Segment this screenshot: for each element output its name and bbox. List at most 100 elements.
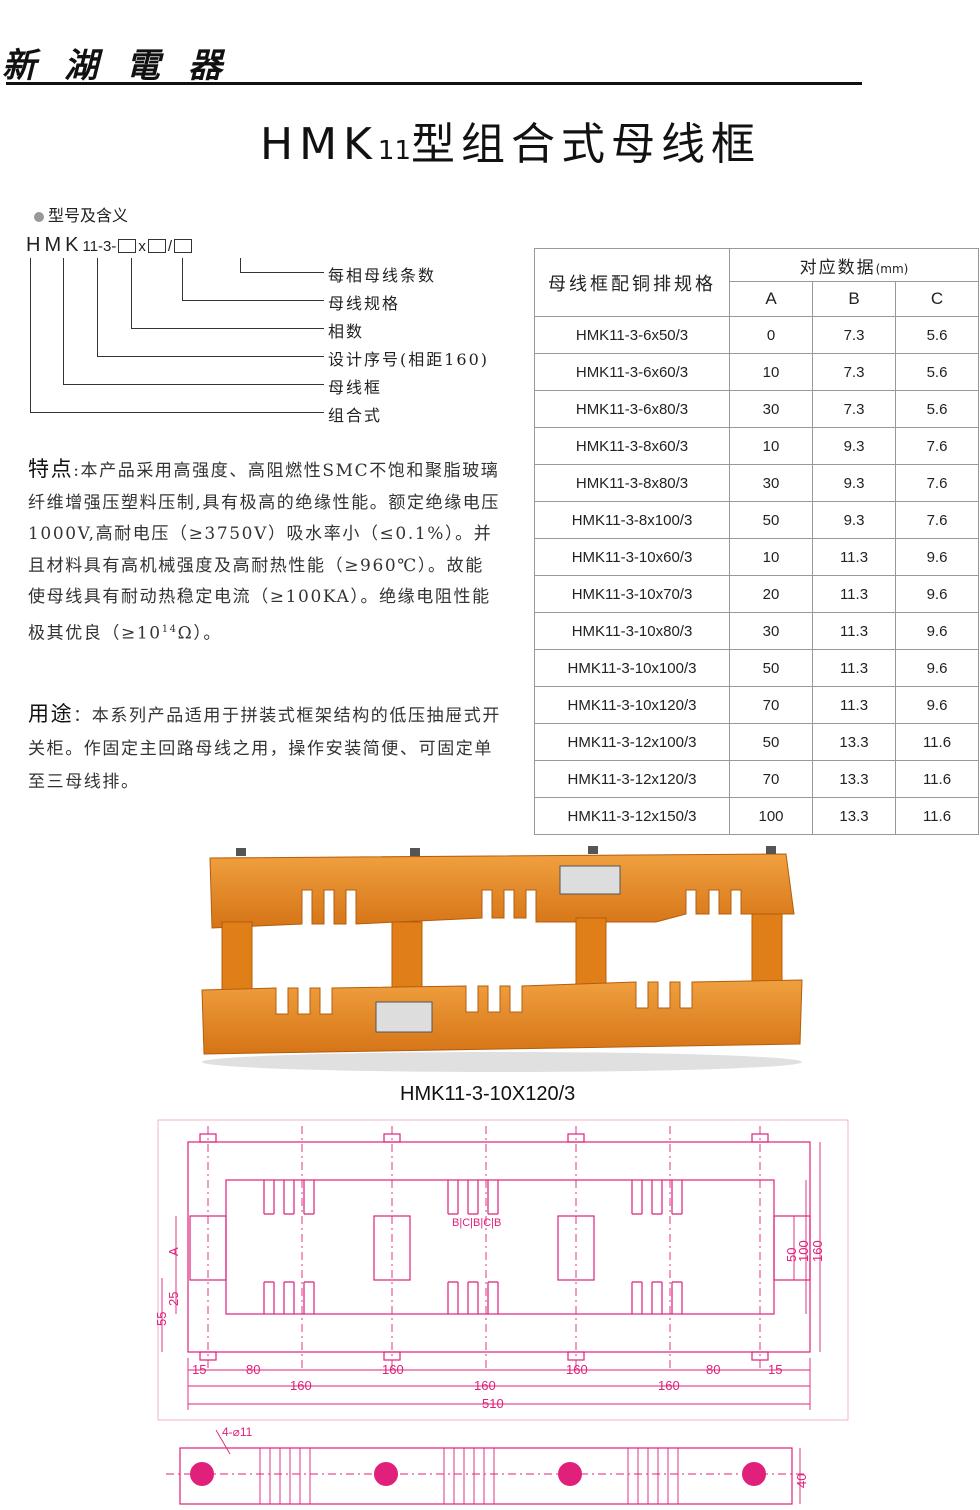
model-label-strips: 每相母线条数 xyxy=(328,266,437,285)
model-label-combined: 组合式 xyxy=(328,406,383,425)
mount-hole-3 xyxy=(558,1462,582,1486)
photo-bolt-1 xyxy=(236,848,246,856)
features-text: :本产品采用高强度、高阻燃性SMC不饱和聚脂玻璃纤维增强压塑料压制,具有极高的绝… xyxy=(28,461,501,644)
table-cell-value: 10 xyxy=(729,427,813,465)
table-cell-value: 11.3 xyxy=(812,686,896,724)
page-title: HMK11型组合式母线框 xyxy=(260,108,761,172)
code-slash: / xyxy=(167,238,173,255)
model-code: HMK11-3-x/ xyxy=(26,234,194,257)
table-cell-value: 5.6 xyxy=(895,353,979,391)
table-cell-spec: HMK11-3-10x100/3 xyxy=(534,649,730,687)
table-cell-spec: HMK11-3-6x60/3 xyxy=(534,353,730,391)
model-meaning-heading: 型号及含义 xyxy=(34,202,128,226)
dim-bottom-8: 160 xyxy=(474,1378,496,1393)
table-cell-spec: HMK11-3-6x50/3 xyxy=(534,316,730,354)
dim-left-a: A xyxy=(166,1247,181,1256)
table-cell-value: 30 xyxy=(729,464,813,502)
dim-bottom-total: 510 xyxy=(482,1396,504,1411)
title-sub: 11 xyxy=(377,136,411,166)
model-label-frame: 母线框 xyxy=(328,378,383,397)
table-col-a: A xyxy=(729,281,813,317)
product-photo xyxy=(201,846,803,1072)
dim-bottom-6: 15 xyxy=(768,1362,782,1377)
table-cell-value: 11.6 xyxy=(895,723,979,761)
mount-hole-1 xyxy=(190,1462,214,1486)
photo-bolt-4 xyxy=(766,846,776,854)
table-cell-value: 70 xyxy=(729,686,813,724)
usage-head: 用途 xyxy=(28,702,74,726)
photo-bolt-2 xyxy=(410,848,420,856)
photo-pillar-3 xyxy=(575,917,607,989)
table-cell-value: 70 xyxy=(729,760,813,798)
drawing-frame xyxy=(187,1141,811,1353)
table-cell-value: 11.6 xyxy=(895,760,979,798)
table-cell-spec: HMK11-3-8x80/3 xyxy=(534,464,730,502)
photo-shadow xyxy=(202,1052,802,1072)
code-11: 11 xyxy=(82,238,99,255)
bullet-icon xyxy=(34,211,44,222)
table-cell-value: 9.3 xyxy=(812,427,896,465)
table-cell-spec: HMK11-3-10x70/3 xyxy=(534,575,730,613)
mount-hole-4 xyxy=(742,1462,766,1486)
table-cell-value: 50 xyxy=(729,723,813,761)
drawing-slots-2 xyxy=(447,1180,499,1314)
table-cell-value: 11.3 xyxy=(812,538,896,576)
dim-bottom-4: 160 xyxy=(566,1362,588,1377)
table-cell-spec: HMK11-3-10x60/3 xyxy=(534,538,730,576)
features-head: 特点 xyxy=(28,457,74,481)
photo-pillar-2 xyxy=(391,921,423,993)
table-cell-value: 50 xyxy=(729,501,813,539)
photo-caption: HMK11-3-10X120/3 xyxy=(400,1083,576,1105)
table-cell-value: 5.6 xyxy=(895,316,979,354)
table-cell-spec: HMK11-3-10x120/3 xyxy=(534,686,730,724)
table-cell-value: 13.3 xyxy=(812,760,896,798)
table-cell-value: 20 xyxy=(729,575,813,613)
drawing-border xyxy=(157,1119,849,1421)
photo-pillar-1 xyxy=(221,921,253,993)
drawing-slots-3 xyxy=(631,1180,683,1314)
table-cell-value: 9.3 xyxy=(812,501,896,539)
drawing-dimension-lines xyxy=(161,1142,821,1410)
base-drawing: 4-⌀11 40 xyxy=(166,1425,809,1505)
table-cell-value: 11.3 xyxy=(812,575,896,613)
brand-name: 新湖電器 xyxy=(2,46,250,86)
table-cell-value: 9.6 xyxy=(895,612,979,650)
table-cell-spec: HMK11-3-8x100/3 xyxy=(534,501,730,539)
usage-text: ：本系列产品适用于拼装式框架结构的低压抽屉式开关柜。作固定主回路母线之用，操作安… xyxy=(28,706,502,792)
hole-label: 4-⌀11 xyxy=(222,1425,253,1439)
table-cell-value: 13.3 xyxy=(812,797,896,835)
base-dim-label: 40 xyxy=(794,1474,809,1488)
dim-bottom-5: 80 xyxy=(706,1362,720,1377)
table-header-unit: (mm) xyxy=(875,261,909,276)
table-cell-value: 7.6 xyxy=(895,501,979,539)
table-cell-value: 10 xyxy=(729,353,813,391)
table-cell-value: 11.3 xyxy=(812,612,896,650)
slot-label: B|C|B|C|B xyxy=(452,1217,501,1229)
code-3: -3- xyxy=(98,238,117,255)
table-cell-value: 30 xyxy=(729,612,813,650)
dim-right-50: 50 xyxy=(784,1248,799,1262)
table-cell-spec: HMK11-3-10x80/3 xyxy=(534,612,730,650)
table-cell-spec: HMK11-3-12x150/3 xyxy=(534,797,730,835)
table-col-c: C xyxy=(895,281,979,317)
model-meaning-heading-text: 型号及含义 xyxy=(48,206,129,225)
drawing-bolt-7 xyxy=(567,1351,585,1361)
table-cell-value: 50 xyxy=(729,649,813,687)
table-cell-value: 9.3 xyxy=(812,464,896,502)
table-cell-spec: HMK11-3-6x80/3 xyxy=(534,390,730,428)
table-cell-value: 0 xyxy=(729,316,813,354)
photo-pillar-4 xyxy=(751,913,783,985)
table-cell-value: 7.3 xyxy=(812,316,896,354)
dim-bottom-1: 15 xyxy=(192,1362,206,1377)
table-cell-spec: HMK11-3-12x100/3 xyxy=(534,723,730,761)
